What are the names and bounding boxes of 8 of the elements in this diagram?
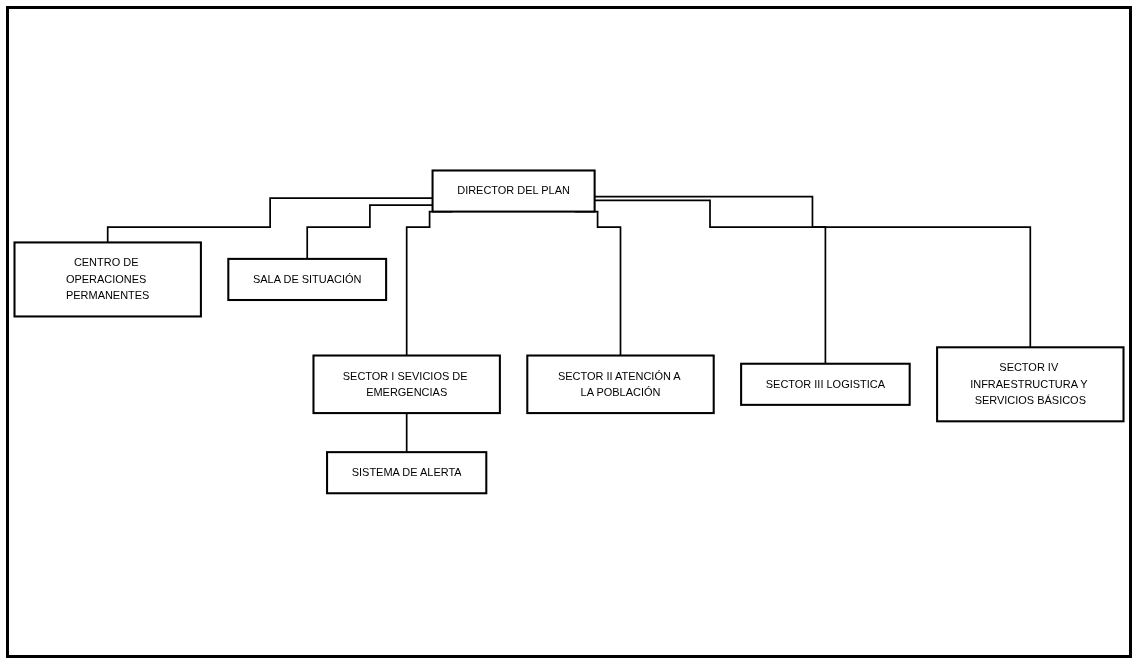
org-box: CENTRO DE OPERACIONES PERMANENTES [13,241,202,318]
org-box: DIRECTOR DEL PLAN [431,169,596,213]
org-box: SECTOR IV INFRAESTRUCTURA Y SERVICIOS BÁSICOS [936,346,1125,423]
org-box: SALA DE SITUACIÓN [227,258,388,302]
org-box: SECTOR I SEVICIOS DE EMERGENCIAS [312,354,501,415]
org-box: SECTOR II ATENCIÓN A LA POBLACIÓN [526,354,715,415]
org-box: SISTEMA DE ALERTA [326,451,488,495]
org-box: SECTOR III LOGISTICA [740,362,911,406]
